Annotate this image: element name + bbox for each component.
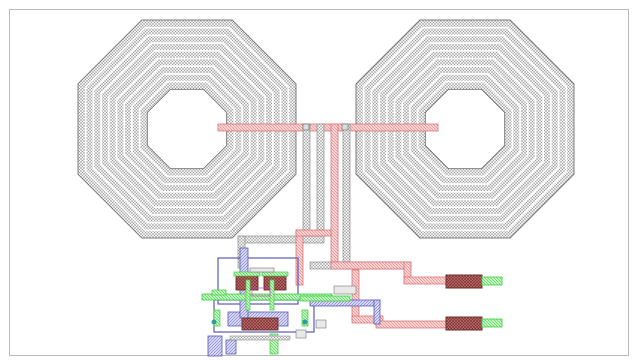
output-pad-bottom (445, 316, 503, 331)
inductor-turn-gap (92, 34, 282, 224)
inductor-turn-gap (370, 34, 560, 224)
inductor-outline (424, 88, 506, 170)
inductor-turn-gap (131, 73, 243, 185)
inductor-turn-gap (123, 65, 251, 193)
transistor-circuit-block (201, 247, 381, 357)
inductor-turn-gap (362, 26, 568, 232)
inductor-turn-gap (84, 26, 290, 232)
output-pad-top (445, 274, 503, 289)
inductor-turn-gap (393, 57, 537, 201)
inductor-center (146, 88, 228, 170)
inductor-turn-gap (378, 42, 552, 216)
left-octagon-inductor (77, 19, 297, 239)
inductor-interconnect (217, 123, 439, 265)
inductor-turn-gap (100, 42, 274, 216)
inductor-turn-gap (401, 65, 529, 193)
layout-frame (9, 9, 629, 356)
inductor-outline (146, 88, 228, 170)
inductor-turn-gap (115, 57, 259, 201)
inductor-turn-gap (108, 49, 267, 208)
inductor-outline (77, 19, 297, 239)
inductor-outline (355, 19, 575, 239)
right-octagon-inductor (355, 19, 575, 239)
inductor-turn-gap (138, 80, 236, 178)
inductor-turn-gap (385, 49, 545, 208)
inductor-turn-gap (409, 73, 521, 185)
inductor-turn-gap (416, 80, 514, 178)
